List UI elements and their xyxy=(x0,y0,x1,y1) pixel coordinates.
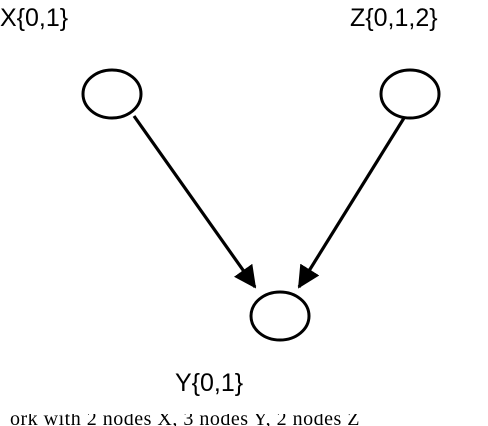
node-y xyxy=(249,290,311,342)
node-x xyxy=(81,68,143,120)
node-label-y: Y{0,1} xyxy=(175,369,243,397)
edge-x-to-y xyxy=(132,115,257,289)
node-label-z: Z{0,1,2} xyxy=(350,4,438,32)
caption-strip: ork with 2 nodes X, 3 nodes Y, 2 nodes Z xyxy=(0,414,488,426)
node-z xyxy=(379,68,441,120)
caption-text: ork with 2 nodes X, 3 nodes Y, 2 nodes Z xyxy=(10,414,360,426)
edge-z-to-y xyxy=(297,117,406,289)
node-label-x: X{0,1} xyxy=(0,4,68,32)
